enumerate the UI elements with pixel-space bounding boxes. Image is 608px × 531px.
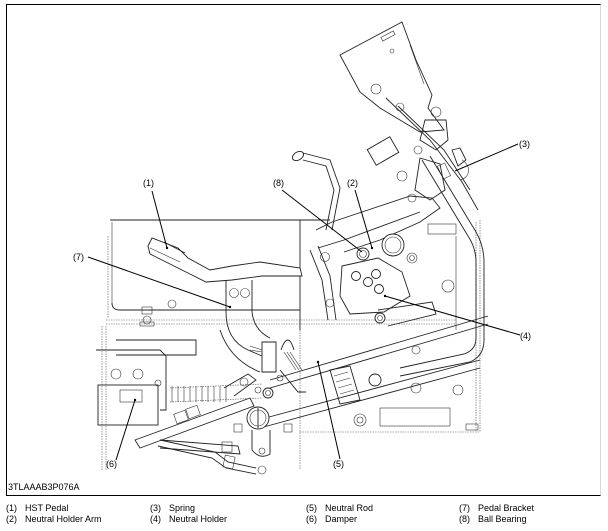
lower-right-details xyxy=(299,330,480,470)
lever-arm xyxy=(291,150,341,321)
middle-springs xyxy=(249,339,306,399)
callout-labels: (1) (2) (3) (4) (5) (6) (7) (8) xyxy=(73,139,531,469)
neutral-holder-assembly xyxy=(315,195,455,327)
leader-3 xyxy=(454,143,519,172)
leader-2 xyxy=(354,189,373,249)
legend-num: (2) xyxy=(6,514,17,524)
leader-7 xyxy=(87,256,231,308)
legend-num: (1) xyxy=(6,503,17,513)
legend-num: (8) xyxy=(459,514,470,524)
legend-label: Damper xyxy=(325,514,358,524)
damper-assembly xyxy=(134,373,263,449)
hst-pedal-linkage-diagram: (1) (2) (3) (4) (5) (6) (7) (8) xyxy=(73,21,531,475)
leader-5 xyxy=(317,361,341,460)
legend-item-neutral-holder-arm: (2) Neutral Holder Arm xyxy=(6,514,102,524)
hst-pedal xyxy=(147,237,303,283)
legend-num: (5) xyxy=(306,503,317,513)
legend-item-neutral-holder: (4) Neutral Holder xyxy=(150,514,227,524)
callout-7: (7) xyxy=(73,252,84,262)
lower-base xyxy=(96,321,261,426)
legend-num: (6) xyxy=(306,514,317,524)
legend-label: Spring xyxy=(169,503,196,513)
legend-label: Pedal Bracket xyxy=(478,503,535,513)
callout-8: (8) xyxy=(273,178,284,188)
callout-3: (3) xyxy=(519,139,530,149)
legend-num: (7) xyxy=(459,503,470,513)
figure-code: 3TLAAAB3P076A xyxy=(8,482,80,492)
neutral-rod xyxy=(257,315,489,429)
legend-label: Neutral Holder Arm xyxy=(25,514,102,524)
right-rod xyxy=(399,155,485,377)
legend-label: Neutral Rod xyxy=(325,503,374,513)
legend-item-spring: (3) Spring xyxy=(150,503,195,513)
bottom-rod xyxy=(157,439,267,475)
callout-1: (1) xyxy=(143,178,154,188)
legend-num: (3) xyxy=(150,503,161,513)
legend-item-damper: (6) Damper xyxy=(306,514,357,524)
legend-label: Neutral Holder xyxy=(169,514,228,524)
legend-item-neutral-rod: (5) Neutral Rod xyxy=(306,503,373,513)
leader-lines xyxy=(87,143,521,461)
legend-label: Ball Bearing xyxy=(478,514,527,524)
callout-6: (6) xyxy=(106,459,117,469)
leader-4 xyxy=(384,295,521,336)
callout-4: (4) xyxy=(520,331,531,341)
legend-item-hst-pedal: (1) HST Pedal xyxy=(6,503,68,513)
callout-5: (5) xyxy=(333,459,344,469)
legend-item-ball-bearing: (8) Ball Bearing xyxy=(459,514,527,524)
figure-frame xyxy=(6,4,601,496)
leader-6 xyxy=(115,399,136,461)
legend-num: (4) xyxy=(150,514,161,524)
callout-2: (2) xyxy=(347,178,358,188)
pedal-bracket xyxy=(167,280,271,357)
spring-mechanism xyxy=(366,83,479,211)
legend-item-pedal-bracket: (7) Pedal Bracket xyxy=(459,503,534,513)
legend-label: HST Pedal xyxy=(25,503,69,513)
leader-8 xyxy=(281,189,363,253)
upper-tilted-plate xyxy=(339,21,445,133)
central-pivot xyxy=(159,406,293,457)
leader-1 xyxy=(151,190,168,249)
